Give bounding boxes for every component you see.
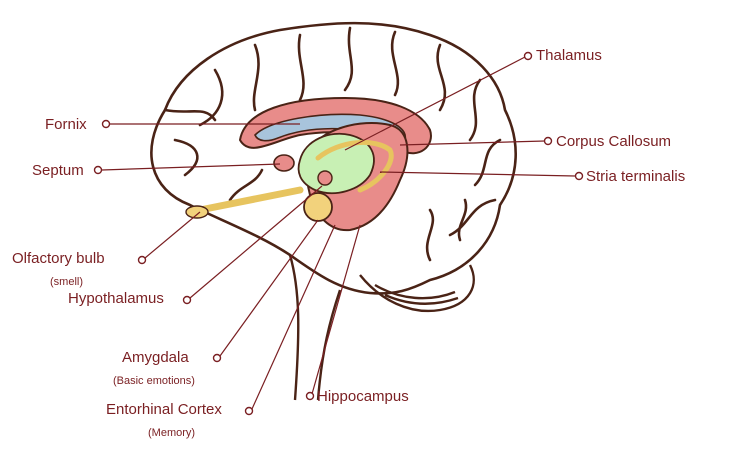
label-amygdala-note: (Basic emotions) xyxy=(113,375,195,387)
label-hypothalamus: Hypothalamus xyxy=(68,290,164,307)
label-entorhinal-cortex: Entorhinal Cortex xyxy=(106,401,222,418)
leader-endpoints xyxy=(93,51,584,416)
label-stria-terminalis: Stria terminalis xyxy=(586,168,685,185)
cerebellum xyxy=(359,264,475,313)
label-corpus-callosum: Corpus Callosum xyxy=(556,133,671,150)
brain-outline xyxy=(150,21,517,295)
label-thalamus: Thalamus xyxy=(536,47,602,64)
hypothalamus-shape xyxy=(317,170,333,186)
leader-lines xyxy=(101,56,576,410)
stria-terminalis-shape xyxy=(315,139,394,193)
brainstem xyxy=(288,254,342,401)
label-olfactory-bulb: Olfactory bulb xyxy=(12,250,105,267)
label-olfactory-note: (smell) xyxy=(50,276,83,288)
label-hippocampus: Hippocampus xyxy=(317,388,409,405)
septum-shape xyxy=(273,154,295,172)
label-entorhinal-note: (Memory) xyxy=(148,427,195,439)
label-septum: Septum xyxy=(32,162,84,179)
olfactory-bulb-shape xyxy=(185,205,209,219)
label-fornix: Fornix xyxy=(45,116,87,133)
label-amygdala: Amygdala xyxy=(122,349,189,366)
olfactory-tract-shape xyxy=(196,186,304,214)
